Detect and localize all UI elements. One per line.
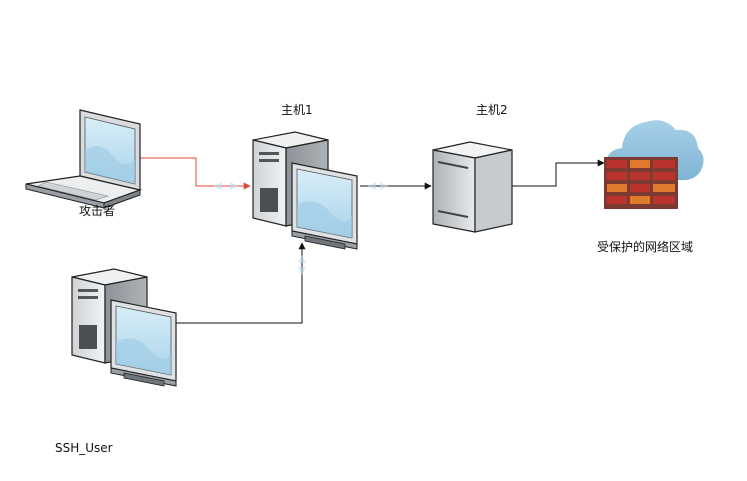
- node-label-attacker: 攻击者: [79, 204, 116, 218]
- workstation-icon: [252, 131, 358, 250]
- node-label-protected-zone: 受保护的网络区域: [597, 240, 694, 254]
- node-label-host2: 主机2: [476, 103, 508, 117]
- edge-attacker-to-host1: [140, 157, 251, 190]
- workstation-icon: [71, 268, 177, 387]
- edge-host2-to-protected-zone: [512, 159, 605, 187]
- connection-hint-arrows: [214, 182, 388, 275]
- node-label-ssh-user: SSH_User: [55, 441, 113, 455]
- cloud-firewall-icon: [604, 120, 704, 209]
- server-icon: [432, 141, 513, 233]
- laptop-icon: [25, 109, 143, 209]
- edge-ssh-user-to-host1: [176, 242, 306, 324]
- node-label-host1: 主机1: [281, 103, 313, 117]
